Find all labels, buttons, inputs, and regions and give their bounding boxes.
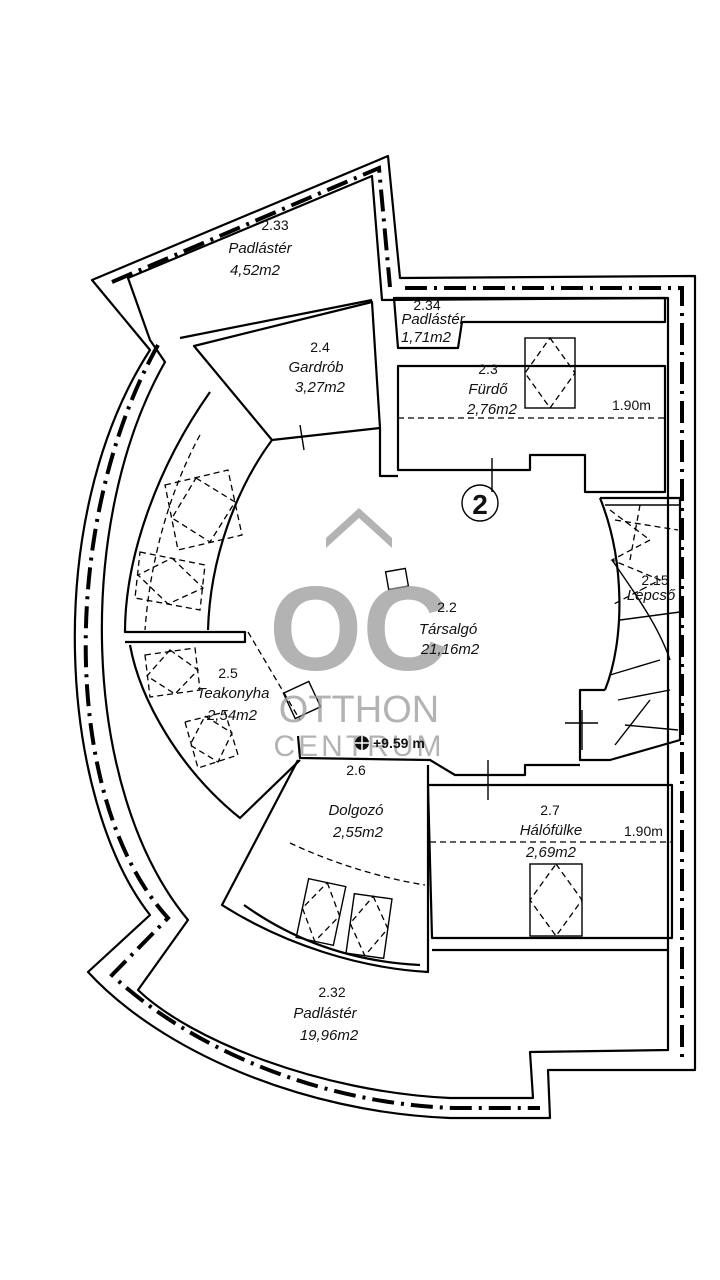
elevation-label: +9.59 m bbox=[373, 735, 425, 751]
room-2-2: 2.2 Társalgó 21,16m2 bbox=[419, 599, 480, 658]
skylight-office-2 bbox=[345, 892, 393, 960]
svg-text:4,52m2: 4,52m2 bbox=[230, 262, 281, 279]
skylight-kitchen-1 bbox=[144, 647, 201, 698]
svg-text:Lépcső: Lépcső bbox=[627, 587, 676, 604]
svg-text:Gardrób: Gardrób bbox=[288, 359, 343, 376]
svg-text:2,76m2: 2,76m2 bbox=[466, 401, 518, 418]
skylight-office-1 bbox=[295, 877, 347, 947]
door-marks bbox=[299, 424, 520, 800]
svg-text:21,16m2: 21,16m2 bbox=[420, 641, 480, 658]
room-2-3: 2.3 Fürdő 2,76m2 bbox=[466, 361, 518, 418]
svg-text:1,71m2: 1,71m2 bbox=[401, 329, 452, 346]
svg-text:2,54m2: 2,54m2 bbox=[206, 707, 258, 724]
kitchen-box bbox=[282, 680, 322, 720]
svg-text:Padlástér: Padlástér bbox=[401, 311, 465, 328]
skylight-bath bbox=[524, 336, 576, 410]
interior-walls bbox=[123, 296, 682, 974]
svg-text:2.32: 2.32 bbox=[318, 984, 345, 1000]
room-2-34: 2.34 Padlástér 1,71m2 bbox=[401, 297, 466, 346]
svg-text:2.15: 2.15 bbox=[641, 572, 668, 588]
room-2-4: 2.4 Gardrób 3,27m2 bbox=[288, 339, 345, 396]
svg-text:2.3: 2.3 bbox=[478, 361, 498, 377]
skylight-kitchen-2 bbox=[184, 711, 239, 769]
room-2-5: 2.5 Teakonyha 2,54m2 bbox=[197, 665, 270, 724]
svg-text:Dolgozó: Dolgozó bbox=[328, 802, 383, 819]
svg-text:2.6: 2.6 bbox=[346, 762, 366, 778]
svg-text:Padlástér: Padlástér bbox=[228, 240, 292, 257]
height-label-bath: 1.90m bbox=[612, 397, 651, 413]
skylight-living-1 bbox=[164, 469, 243, 551]
svg-text:19,96m2: 19,96m2 bbox=[300, 1027, 359, 1044]
watermark-line1: OTTHON bbox=[279, 689, 439, 731]
floor-marker-label: 2 bbox=[472, 489, 488, 520]
slope-lines bbox=[144, 417, 672, 886]
svg-text:2.2: 2.2 bbox=[437, 599, 457, 615]
svg-text:Társalgó: Társalgó bbox=[419, 621, 477, 638]
svg-text:Teakonyha: Teakonyha bbox=[197, 685, 270, 702]
skylights bbox=[134, 336, 583, 960]
svg-text:3,27m2: 3,27m2 bbox=[295, 379, 346, 396]
height-label-bed: 1.90m bbox=[624, 823, 663, 839]
room-2-33: 2.33 Padlástér 4,52m2 bbox=[228, 217, 292, 279]
room-2-15: 2.15 Lépcső bbox=[627, 572, 676, 604]
svg-text:2.7: 2.7 bbox=[540, 802, 560, 818]
svg-text:2.4: 2.4 bbox=[310, 339, 330, 355]
staircase bbox=[565, 504, 681, 750]
room-2-7: 2.7 Hálófülke 2,69m2 bbox=[520, 802, 583, 861]
svg-text:Hálófülke: Hálófülke bbox=[520, 822, 583, 839]
elevation-marker: +9.59 m bbox=[355, 735, 425, 751]
watermark-logo: OC bbox=[269, 562, 449, 696]
skylight-living-2 bbox=[134, 551, 206, 611]
room-2-32: 2.32 Padlástér 19,96m2 bbox=[293, 984, 359, 1044]
watermark-roof-icon bbox=[326, 508, 392, 548]
column-square bbox=[384, 567, 410, 591]
svg-text:2,69m2: 2,69m2 bbox=[525, 844, 577, 861]
floor-marker: 2 bbox=[461, 484, 499, 522]
room-2-6: 2.6 Dolgozó 2,55m2 bbox=[328, 762, 383, 841]
svg-text:2.34: 2.34 bbox=[413, 297, 440, 313]
svg-text:2.33: 2.33 bbox=[261, 217, 288, 233]
outer-walls bbox=[73, 154, 697, 1120]
svg-text:Fürdő: Fürdő bbox=[468, 381, 508, 398]
svg-text:2.5: 2.5 bbox=[218, 665, 238, 681]
svg-text:Padlástér: Padlástér bbox=[293, 1005, 357, 1022]
skylight-bed bbox=[529, 862, 583, 938]
svg-text:2,55m2: 2,55m2 bbox=[332, 824, 384, 841]
